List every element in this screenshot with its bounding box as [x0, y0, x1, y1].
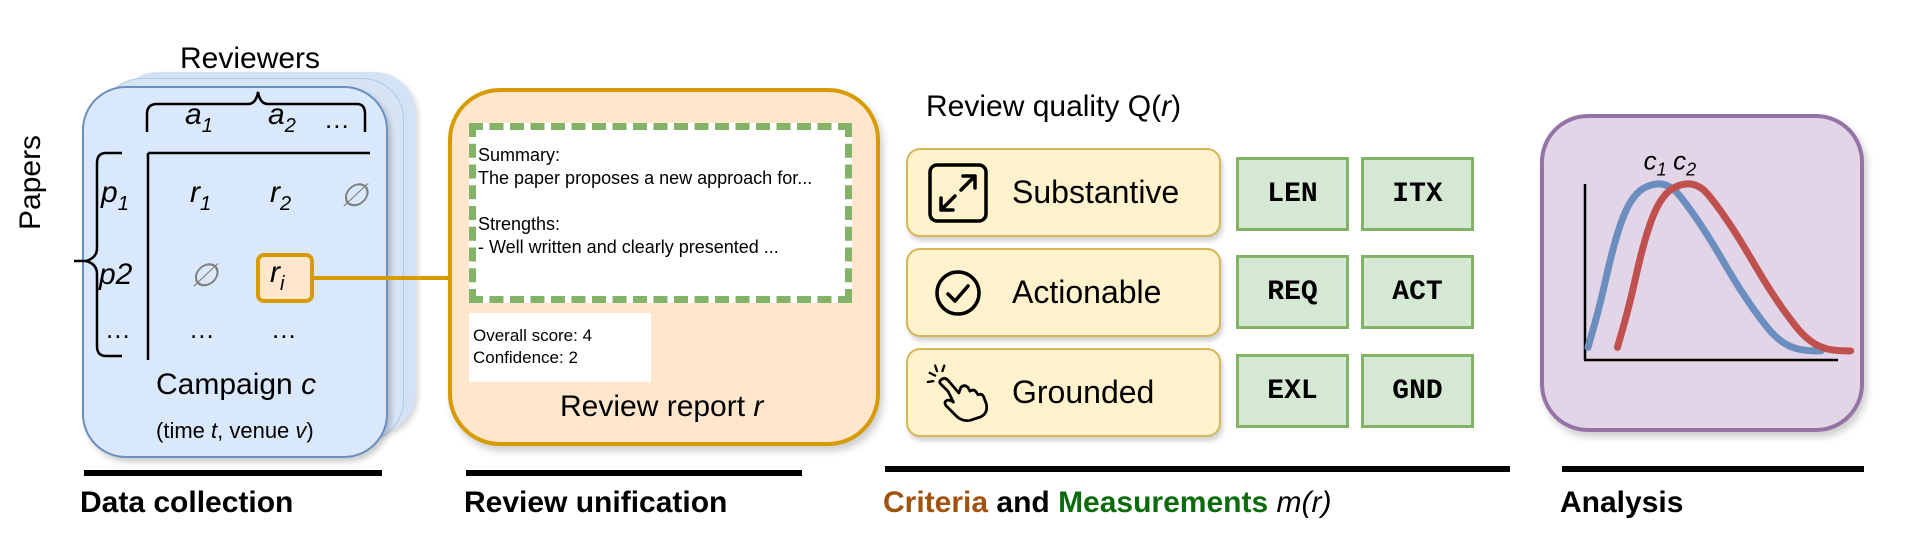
- section-rule: [1562, 466, 1864, 472]
- series-label-c1: c1: [1644, 145, 1667, 179]
- campaign-card: [82, 86, 388, 458]
- confidence: Confidence: 2: [473, 348, 578, 367]
- expand-arrows-icon: [926, 161, 990, 225]
- review-quality-title: Review quality Q(r): [926, 90, 1182, 123]
- selected-review-cell[interactable]: [256, 253, 314, 303]
- series-label-c2: c2: [1673, 145, 1696, 179]
- strengths-text: - Well written and clearly presented ...: [478, 237, 779, 257]
- review-report-label: Review report r: [560, 390, 764, 423]
- scores-box: Overall score: 4 Confidence: 2: [469, 313, 651, 382]
- and-word: and: [988, 486, 1059, 519]
- criterion-actionable: Actionable: [906, 248, 1221, 337]
- review-connector: [314, 276, 450, 280]
- measurement-gnd: GND: [1361, 354, 1474, 428]
- cell-r2: r2: [270, 176, 292, 215]
- paper-more: ...: [106, 314, 131, 344]
- summary-heading: Summary:: [478, 145, 561, 165]
- series-line-c1: [1584, 180, 1825, 355]
- cell-empty-null: ∅: [190, 257, 218, 293]
- criterion-label: Actionable: [1012, 274, 1162, 310]
- reviewer-more: ...: [325, 104, 350, 134]
- paper-p1: p1: [101, 176, 129, 215]
- cell-empty-null: ∅: [340, 177, 368, 213]
- reviewers-label: Reviewers: [180, 42, 321, 75]
- measurement-act: ACT: [1361, 255, 1474, 329]
- paper-p2: p2: [99, 258, 133, 291]
- measurement-function: m(r): [1268, 486, 1332, 519]
- reviewers-brace: [145, 91, 367, 132]
- reviewer-a2: a2: [268, 98, 296, 137]
- overall-score: Overall score: 4: [473, 326, 593, 345]
- section-title-analysis: Analysis: [1560, 486, 1684, 519]
- criterion-label: Grounded: [1012, 374, 1155, 410]
- criteria-word: Criteria: [883, 486, 989, 519]
- pointing-hand-icon: [926, 361, 990, 425]
- campaign-label: Campaign c: [156, 368, 317, 401]
- series-line-c2: [1613, 180, 1855, 355]
- matrix-lines: [74, 91, 370, 360]
- measurements-word: Measurements: [1058, 486, 1269, 519]
- criterion-substantive: Substantive: [906, 148, 1221, 237]
- cell-more: ...: [272, 314, 297, 344]
- cell-r1: r1: [190, 176, 212, 215]
- cell-more: ...: [190, 314, 215, 344]
- strengths-heading: Strengths:: [478, 214, 561, 234]
- cell-ri: ri: [270, 256, 285, 295]
- summary-text: The paper proposes a new approach for...: [478, 168, 813, 188]
- criterion-label: Substantive: [1012, 174, 1180, 210]
- measurement-exl: EXL: [1236, 354, 1349, 428]
- check-circle-icon: [926, 261, 990, 325]
- section-title-review-unification: Review unification: [464, 486, 728, 519]
- analysis-card: [1540, 114, 1864, 432]
- section-title-criteria: Criteria and Measurements m(r): [883, 486, 1331, 520]
- measurement-req: REQ: [1236, 255, 1349, 329]
- section-rule: [885, 466, 1510, 472]
- section-rule: [466, 470, 802, 476]
- section-rule: [84, 470, 382, 476]
- measurement-len: LEN: [1236, 157, 1349, 231]
- time-venue-label: (time t, venue v): [156, 418, 314, 443]
- criterion-grounded: Grounded: [906, 348, 1221, 437]
- measurement-itx: ITX: [1361, 157, 1474, 231]
- section-title-data-collection: Data collection: [80, 486, 294, 519]
- review-text-box: Summary: The paper proposes a new approa…: [469, 123, 852, 303]
- reviewer-a1: a1: [185, 98, 213, 137]
